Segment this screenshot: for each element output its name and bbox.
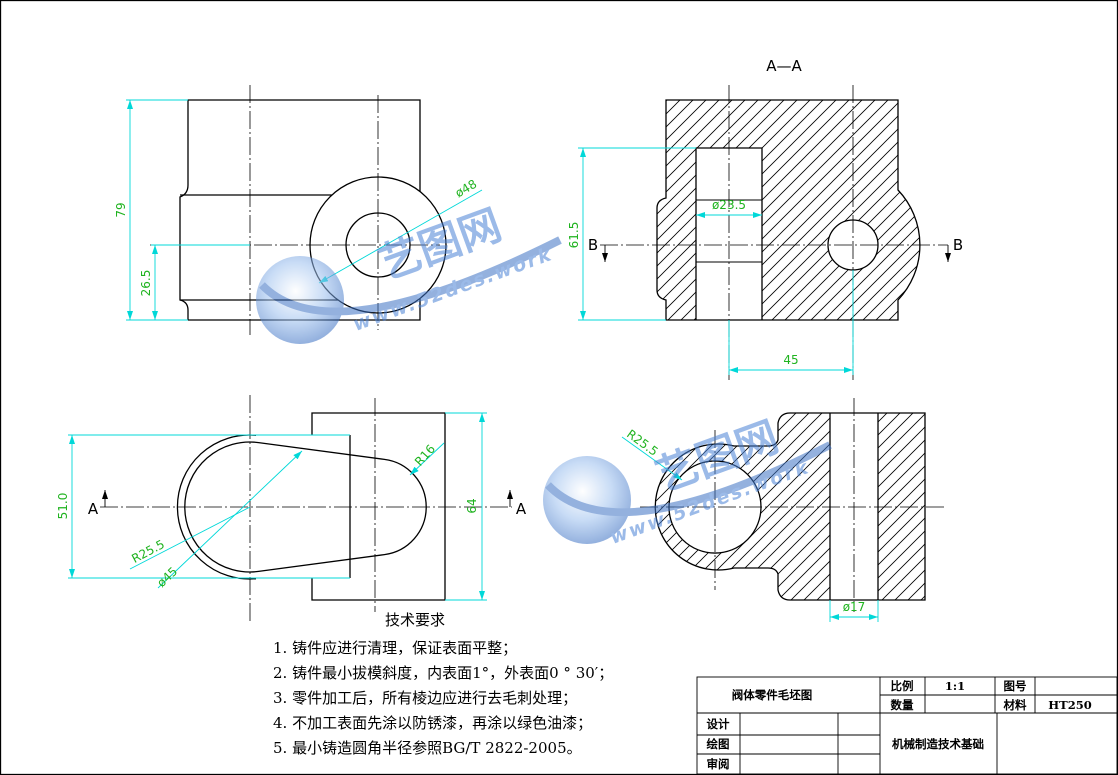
- title-block-course-name: 机械制造技术基础: [892, 737, 984, 751]
- dim-phi48-leader: [318, 189, 483, 284]
- technical-requirements: 技术要求 1. 铸件应进行清理，保证表面平整； 2. 铸件最小拔模斜度，内表面1…: [273, 611, 613, 757]
- technical-requirement-item: 3. 零件加工后，所有棱边应进行去毛刺处理；: [273, 689, 577, 707]
- title-block-quantity-label: 数量: [891, 698, 914, 712]
- title-block: 阀体零件毛坯图 比例 1:1 图号 数量 材料 HT250 设计 绘图 审阅 机…: [696, 676, 1118, 775]
- dim-phi17-text: ø17: [843, 600, 866, 614]
- dim-r25-5-section-leader: [621, 436, 683, 481]
- dim-45-text: 45: [783, 353, 798, 367]
- technical-requirement-item: 1. 铸件应进行清理，保证表面平整；: [273, 639, 517, 657]
- dim-64-text: 64: [465, 498, 479, 513]
- technical-requirements-title: 技术要求: [385, 611, 445, 629]
- dim-phi23-5-text: ø23.5: [712, 198, 746, 212]
- section-a-mark-right: A: [516, 500, 527, 518]
- top-view-block-outline: [311, 412, 446, 601]
- dim-79-text: 79: [114, 202, 128, 217]
- dim-61-5-text: 61.5: [567, 222, 581, 249]
- watermark-globe-icon: [543, 456, 631, 544]
- front-view: 79 26.5 ø48: [114, 85, 483, 335]
- title-block-drawing-no-label: 图号: [1004, 679, 1027, 693]
- section-a-a-view: A—A B B ø23.5 61.5 45: [567, 57, 963, 380]
- dim-r16-leader: [409, 442, 445, 476]
- watermark-swoosh-icon: [545, 441, 832, 517]
- technical-requirement-item: 4. 不加工表面先涂以防锈漆，再涂以绿色油漆；: [273, 714, 592, 732]
- title-block-scale-label: 比例: [891, 679, 914, 693]
- title-block-design-label: 设计: [707, 717, 730, 731]
- section-b-mark-left: B: [588, 236, 598, 254]
- top-view-lobe-outline: [184, 441, 427, 573]
- dim-r25-5-text: R25.5: [129, 537, 167, 566]
- dim-r16-text: R16: [412, 442, 438, 469]
- dim-r25-5-leader: [129, 506, 251, 570]
- top-view-lobe-outer-arc: [176, 434, 257, 580]
- dim-51-0-text: 51.0: [56, 493, 70, 520]
- title-block-material-value: HT250: [1048, 698, 1091, 712]
- dim-26-5-text: 26.5: [139, 270, 153, 297]
- title-block-frame: [696, 676, 1118, 775]
- section-a-a-hatched-body: [656, 99, 921, 321]
- title-block-material-label: 材料: [1004, 698, 1027, 712]
- watermark-1: 艺图网 www.52des.work: [256, 200, 562, 344]
- technical-requirement-item: 2. 铸件最小拔模斜度，内表面1°，外表面0 ° 30′；: [273, 664, 613, 682]
- dim-phi48-text: ø48: [453, 177, 480, 200]
- watermark-globe-icon: [256, 256, 344, 344]
- title-block-scale-value: 1:1: [945, 679, 965, 693]
- title-block-drafting-label: 绘图: [707, 737, 730, 751]
- dim-phi45-leader: [157, 450, 303, 589]
- top-view: A A 51.0 64 R16 R25.5 ø45: [56, 395, 527, 622]
- technical-requirement-item: 5. 最小铸造圆角半径参照BG/T 2822-2005。: [273, 739, 582, 757]
- watermark-swoosh-icon: [259, 236, 562, 316]
- title-block-drawing-name: 阀体零件毛坯图: [732, 688, 813, 702]
- title-block-review-label: 审阅: [707, 757, 730, 771]
- section-a-mark-left: A: [88, 500, 99, 518]
- dim-phi45-text: ø45: [154, 564, 180, 590]
- section-a-a-title: A—A: [766, 57, 802, 75]
- section-b-mark-right: B: [953, 236, 963, 254]
